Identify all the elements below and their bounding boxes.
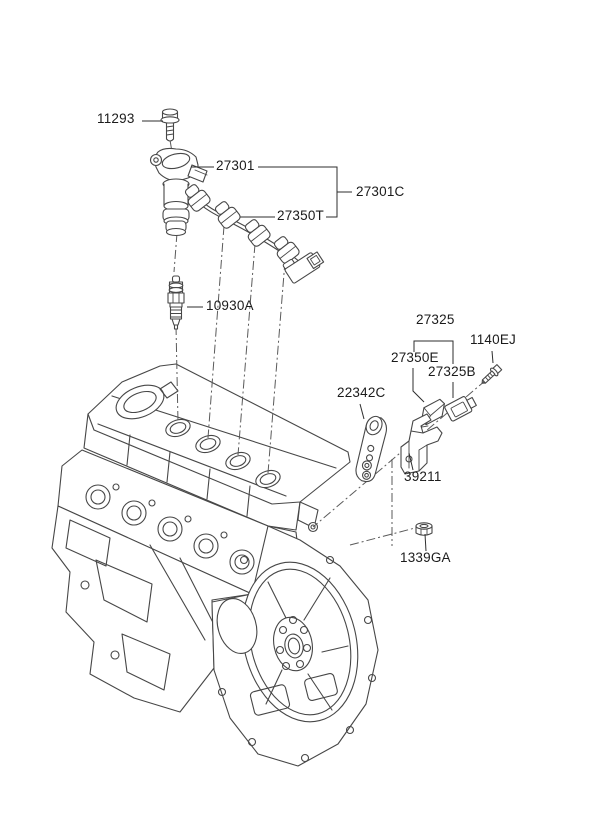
ignition-coil-illustration — [149, 147, 208, 237]
intake-ports — [85, 483, 255, 575]
flywheel-illustration — [241, 561, 359, 723]
cable-connector — [282, 251, 325, 284]
part-label-27325: 27325 — [416, 312, 455, 327]
part-label-1140EJ: 1140EJ — [470, 332, 516, 347]
part-label-27325B: 27325B — [428, 364, 476, 379]
bolt-1140EJ-illustration — [481, 364, 503, 384]
part-label-11293: 11293 — [97, 111, 135, 126]
engine-illustration — [51, 363, 379, 767]
part-label-1339GA: 1339GA — [400, 550, 451, 565]
part-label-22342C: 22342C — [337, 385, 386, 400]
spark-plug-wells — [165, 418, 281, 489]
nut-1339GA-illustration — [415, 522, 433, 536]
alignment-lines — [169, 139, 487, 546]
flange-bolt-holes — [217, 555, 377, 763]
part-label-27350E: 27350E — [391, 350, 439, 365]
cable-boot-3 — [244, 219, 271, 247]
spark-plug-illustration — [167, 275, 185, 330]
cable-boot-4 — [273, 236, 300, 264]
bracket-22342C-illustration — [355, 415, 388, 483]
part-label-10930A: 10930A — [206, 298, 254, 313]
condenser-27325B-illustration — [444, 396, 477, 422]
cable-boot-1 — [184, 184, 211, 212]
part-label-27301: 27301 — [216, 158, 255, 173]
part-label-27350T: 27350T — [277, 208, 324, 223]
bolt-11293-illustration — [160, 108, 180, 142]
spark-plug-cable-illustration — [184, 184, 325, 284]
part-label-39211: 39211 — [404, 469, 442, 484]
cable-boot-2 — [214, 201, 241, 229]
bracket-39211-illustration — [400, 413, 443, 475]
leader-lines — [142, 120, 494, 552]
part-label-27301C: 27301C — [356, 184, 405, 199]
